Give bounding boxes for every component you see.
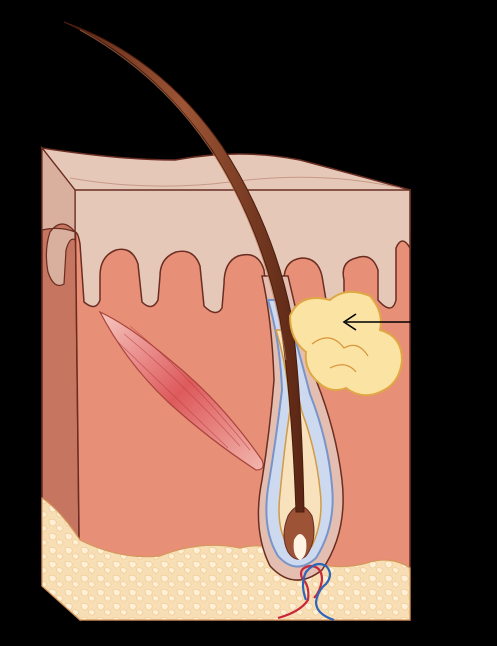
hair-shaft: [63, 21, 305, 513]
blood-vessel-artery: [277, 564, 324, 620]
epidermis-side-face: [41, 146, 76, 287]
muscle-fibers: [117, 325, 251, 451]
sebaceous-gland: [288, 290, 404, 397]
epidermis-layer: [74, 189, 411, 314]
subcutaneous-fat-layer: [41, 496, 411, 621]
sebaceous-gland-lobule: [311, 337, 369, 373]
blood-vessel-vein: [301, 562, 335, 622]
hair-shaft-highlight: [79, 29, 287, 361]
dermal-papilla: [293, 534, 307, 560]
hair-bulb-papilla: [283, 505, 315, 560]
arrector-pili-muscle: [98, 310, 264, 471]
arrow-left-icon: [342, 313, 357, 331]
